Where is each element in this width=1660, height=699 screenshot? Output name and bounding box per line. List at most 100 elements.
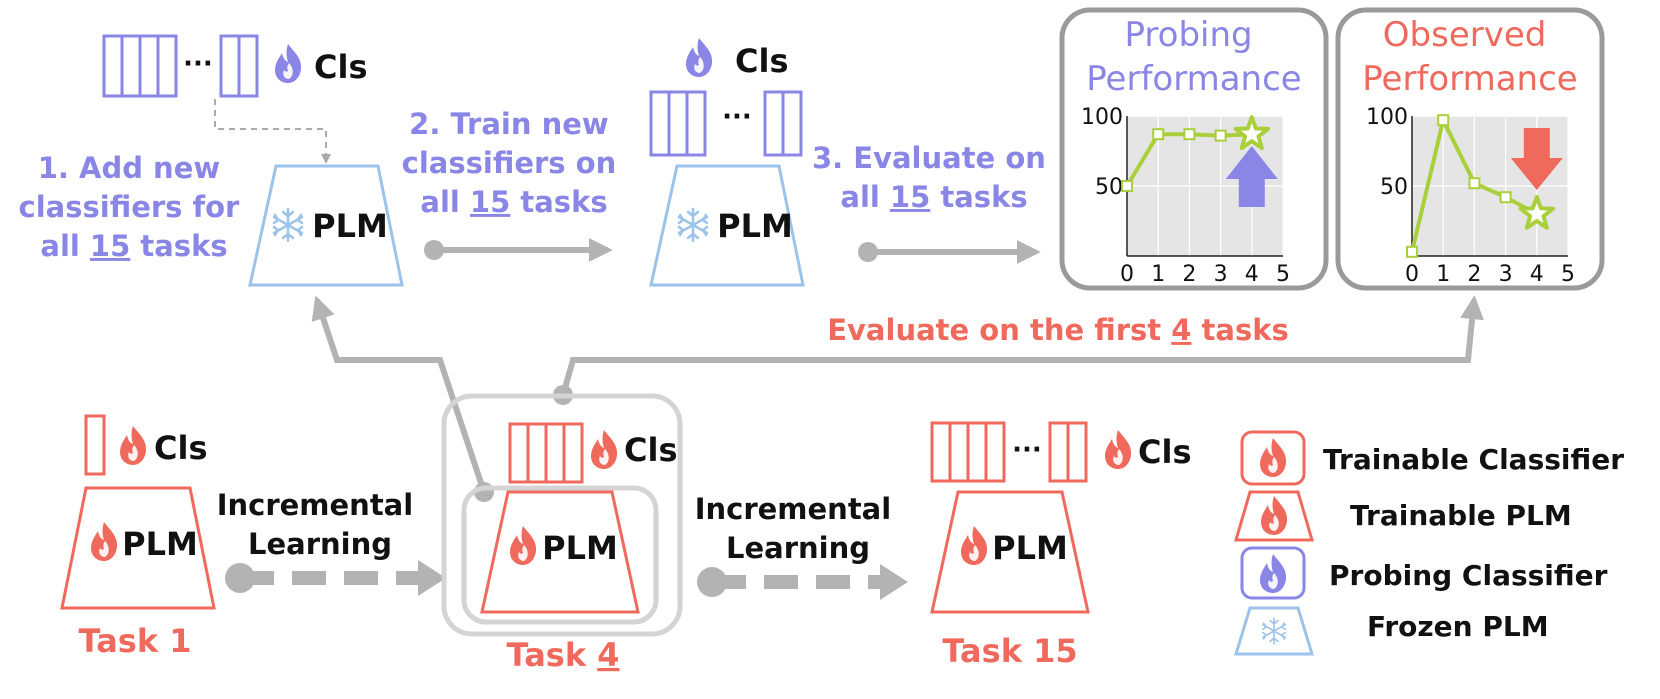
ellipsis-1: ··· xyxy=(183,49,213,79)
plm-label-task4: PLM xyxy=(542,529,618,567)
observed-panel xyxy=(1335,7,1605,291)
up-arrow xyxy=(1225,146,1278,207)
x-tick-label: 0 xyxy=(1120,262,1134,287)
legend-frozen-plm-swatch xyxy=(1233,606,1315,656)
x-tick-label: 3 xyxy=(1499,262,1513,287)
arrow-head xyxy=(418,560,446,596)
data-point xyxy=(1499,191,1512,204)
cls-label-task4: Cls xyxy=(624,431,678,469)
task1-plm xyxy=(60,486,216,610)
down-arrow xyxy=(1510,128,1563,190)
legend-label-trainable-plm: Trainable PLM xyxy=(1350,499,1572,532)
top-classifier-stack-2 xyxy=(649,90,803,157)
x-tick-label: 3 xyxy=(1214,262,1228,287)
y-tick-label: 50 xyxy=(1095,175,1123,200)
y-tick-label: 50 xyxy=(1380,175,1408,200)
data-point xyxy=(1214,129,1227,142)
plm-label-2: PLM xyxy=(717,207,793,245)
legend-probing-classifier-swatch xyxy=(1240,546,1306,600)
x-tick-label: 5 xyxy=(1276,262,1290,287)
task4-inner-frame xyxy=(461,485,659,625)
task1-label: Task 1 xyxy=(78,622,191,660)
frozen-plm-1 xyxy=(248,164,404,287)
step1-text: 1. Add new classifiers for all 15 tasks xyxy=(19,151,250,263)
legend-trainable-classifier-swatch xyxy=(1240,430,1306,486)
y-tick-label: 100 xyxy=(1081,105,1123,130)
incremental-label-1: Incremental Learning xyxy=(217,488,424,561)
arrow-dot xyxy=(424,240,444,260)
evaluate-first-label: Evaluate on the first 4 tasks xyxy=(827,313,1289,347)
highlight-star-point xyxy=(1233,115,1270,150)
arrow-head xyxy=(880,564,908,600)
arrow-dot xyxy=(697,567,727,597)
chart1-title: Probing Performance xyxy=(1086,15,1301,99)
top-classifier-stack-1 xyxy=(102,34,259,98)
fire-icon xyxy=(120,426,147,465)
x-tick-label: 1 xyxy=(1151,262,1165,287)
frozen-plm-2 xyxy=(649,164,805,287)
ellipsis-3: ··· xyxy=(1012,435,1042,465)
connector-to-probing xyxy=(311,295,487,493)
dashed-arrow xyxy=(214,99,331,164)
data-point xyxy=(1406,245,1418,258)
x-tick-label: 1 xyxy=(1436,262,1450,287)
plm-label-task15: PLM xyxy=(992,529,1068,567)
legend-label-frozen-plm: Frozen PLM xyxy=(1367,610,1549,643)
arrow-dot xyxy=(225,563,255,593)
snowflake-icon xyxy=(1262,617,1286,645)
x-tick-label: 2 xyxy=(1467,262,1481,287)
x-tick-label: 4 xyxy=(1530,262,1544,287)
x-tick-label: 2 xyxy=(1182,262,1196,287)
task4-plm xyxy=(480,490,640,614)
data-point xyxy=(1152,128,1165,141)
legend-label-probing-classifier: Probing Classifier xyxy=(1329,559,1608,592)
fire-icon xyxy=(1260,554,1287,593)
cls-label-task1: Cls xyxy=(154,429,208,467)
chart2-title: Observed Performance xyxy=(1362,15,1577,99)
fire-icon xyxy=(275,44,302,83)
cls-label-task15: Cls xyxy=(1138,433,1192,471)
fire-icon xyxy=(91,522,118,561)
legend-trainable-plm-swatch xyxy=(1234,490,1314,542)
legend: Trainable Classifier Trainable PLM Probi… xyxy=(1233,430,1624,656)
highlight-star-point xyxy=(1518,195,1555,230)
task4-outer-frame xyxy=(441,393,683,637)
plm-label-1: PLM xyxy=(312,207,388,245)
snowflake-icon xyxy=(272,207,304,243)
x-tick-label: 5 xyxy=(1561,262,1575,287)
ellipsis-2: ··· xyxy=(722,102,752,132)
fire-icon xyxy=(1260,438,1287,477)
x-tick-label: 4 xyxy=(1245,262,1259,287)
fire-icon xyxy=(686,38,713,77)
cls-label-1: Cls xyxy=(314,48,368,86)
data-point xyxy=(1468,177,1481,190)
arrow-dot xyxy=(858,242,878,262)
fire-icon xyxy=(510,526,537,565)
fire-icon xyxy=(1261,496,1288,535)
data-point xyxy=(1183,128,1196,141)
task15-classifiers xyxy=(930,421,1088,483)
fire-icon xyxy=(961,526,988,565)
x-tick-label: 0 xyxy=(1405,262,1419,287)
task15-label: Task 15 xyxy=(942,632,1077,670)
probing-panel xyxy=(1059,7,1329,291)
cls-label-2: Cls xyxy=(735,42,789,80)
connector-to-observed xyxy=(560,295,1485,396)
fire-icon xyxy=(591,430,618,469)
data-point xyxy=(1437,114,1450,127)
task15-plm xyxy=(930,490,1090,614)
incremental-label-2: Incremental Learning xyxy=(695,492,902,565)
plm-label-task1: PLM xyxy=(122,525,198,563)
legend-label-trainable-classifier: Trainable Classifier xyxy=(1323,443,1624,476)
task1-classifier xyxy=(84,414,106,476)
data-point xyxy=(1121,180,1133,192)
task4-classifiers xyxy=(508,422,584,484)
task4-label: Task 4 xyxy=(506,636,619,674)
snowflake-icon xyxy=(677,207,709,243)
step3-text: 3. Evaluate on all 15 tasks xyxy=(812,141,1056,214)
step2-text: 2. Train new classifiers on all 15 tasks xyxy=(402,107,627,219)
fire-icon xyxy=(1105,430,1132,469)
